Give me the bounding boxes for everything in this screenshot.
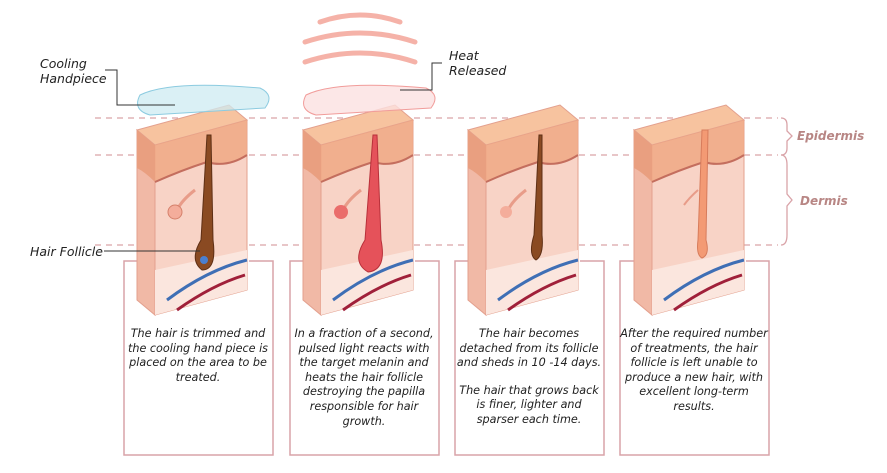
cooling-leader <box>105 69 175 106</box>
cooling-handpiece <box>137 84 270 116</box>
skin-block-2 <box>301 103 415 317</box>
heat-released-label: Heat Released <box>449 48 506 78</box>
step-3-text-1: The hair becomes detached from its folli… <box>456 327 602 370</box>
dermis-bracket <box>780 154 793 246</box>
heat-label-line-2: Released <box>449 63 507 78</box>
step-3-text-2: The hair that grows back is finer, light… <box>459 383 599 426</box>
epidermis-bracket <box>780 117 793 156</box>
step-2-caption: In a fraction of a second, pulsed light … <box>289 327 439 442</box>
cooling-label-line-2: Handpiece <box>40 71 107 86</box>
heat-handpiece <box>303 84 436 116</box>
heat-waves-icon <box>302 12 418 65</box>
step-1-caption: The hair is trimmed and the cooling hand… <box>123 327 273 398</box>
step-3-caption: The hair becomes detached from its folli… <box>454 327 604 441</box>
dermis-label: Dermis <box>800 194 848 208</box>
heat-leader <box>400 62 442 91</box>
step-4-caption: After the required number of treatments,… <box>619 327 769 428</box>
step-4-text: After the required number of treatments,… <box>620 327 768 413</box>
skin-block-1 <box>135 103 249 317</box>
cooling-handpiece-label: Cooling Handpiece <box>40 56 107 86</box>
skin-block-4 <box>632 103 746 317</box>
hair-follicle-label: Hair Follicle <box>30 244 103 259</box>
cooling-label-line-1: Cooling <box>40 56 87 71</box>
heat-label-line-1: Heat <box>449 48 479 63</box>
epidermis-label: Epidermis <box>797 129 865 143</box>
step-2-text: In a fraction of a second, pulsed light … <box>294 327 434 428</box>
step-1-text: The hair is trimmed and the cooling hand… <box>127 327 269 384</box>
skin-block-3 <box>466 103 580 317</box>
